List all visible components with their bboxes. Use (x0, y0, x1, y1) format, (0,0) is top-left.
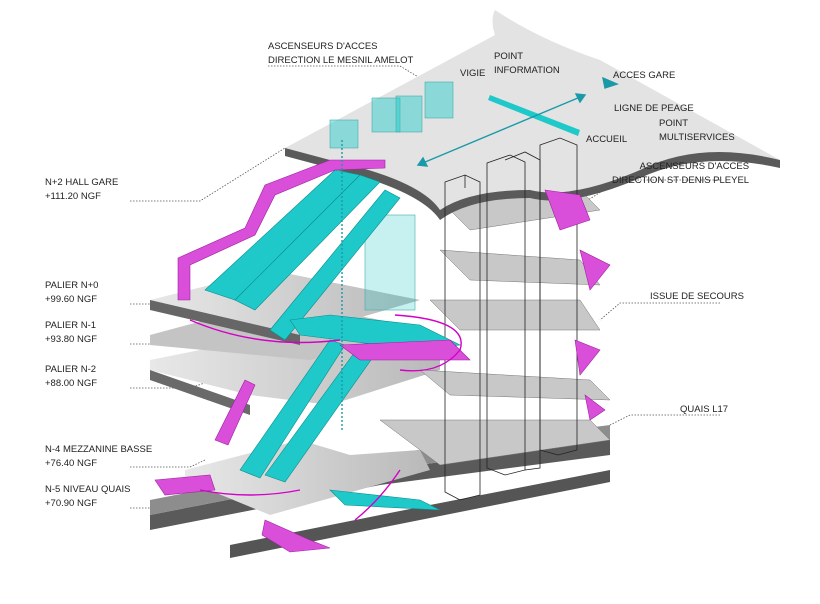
label-issue-secours: ISSUE DE SECOURS (650, 291, 744, 302)
level-label-n-5: N-5 NIVEAU QUAIS+70.90 NGF (45, 484, 131, 509)
level-label-n-2: PALIER N-2+88.00 NGF (45, 364, 98, 389)
level-label-n-4: N-4 MEZZANINE BASSE+76.40 NGF (45, 444, 153, 469)
slab-hall-gare (285, 10, 780, 210)
glass-towers (444, 137, 578, 501)
access-arrow (341, 76, 619, 430)
flow-arrows (189, 314, 462, 521)
escalators (204, 169, 462, 511)
level-label-n0: PALIER N+0+99.60 NGF (45, 280, 99, 305)
stairs (154, 159, 611, 553)
label-vigie: VIGIE (460, 68, 486, 79)
level-label-n-1: PALIER N-1+93.80 NGF (45, 320, 98, 345)
slab-mezzanine (185, 440, 430, 515)
ticket-gates (488, 95, 580, 136)
label-ligne-peage: LIGNE DE PEAGE (614, 103, 694, 114)
label-acces-gare: ACCES GARE (613, 70, 676, 81)
slab-quais-lower (230, 470, 610, 558)
label-accueil: ACCUEIL (586, 134, 628, 145)
level-label-n2: N+2 HALL GARE+111.20 NGF (45, 177, 119, 202)
label-quais-l17: QUAIS L17 (680, 404, 729, 415)
